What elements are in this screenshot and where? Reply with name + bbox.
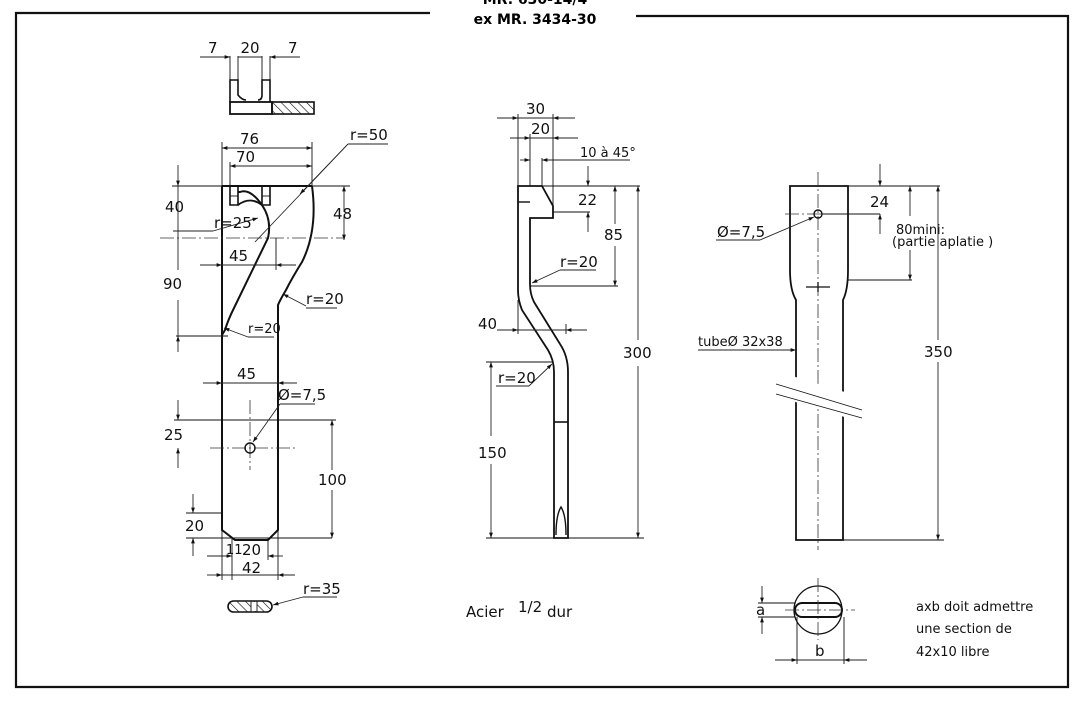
title-line2: ex MR. 3434-30: [474, 12, 597, 28]
dim-40: 40: [165, 198, 184, 216]
material-fraction: 1/2: [518, 598, 542, 616]
right-view: Ø=7,5 24 80mini: (partie aplatie ) 350 t…: [698, 164, 1033, 664]
dim-350: 350: [924, 343, 953, 361]
break-lines: [772, 372, 868, 422]
dim-r25: r=25: [214, 214, 252, 232]
dim-150: 150: [478, 444, 507, 462]
tube-label: tubeØ 32x38: [698, 335, 783, 350]
dim-100: 100: [318, 471, 347, 489]
dim-20-mid: 20: [531, 120, 550, 138]
dim-20-bottom: 20: [185, 517, 204, 535]
hole-circle: [244, 442, 256, 454]
dim-80-mini: 80mini:: [896, 223, 945, 238]
tube-section: [785, 578, 855, 640]
material-suffix: dur: [547, 603, 573, 621]
dim-r20-mid-top: r=20: [560, 253, 598, 271]
dim-70: 70: [236, 148, 255, 166]
wrench-outline: [221, 185, 315, 541]
dim-48: 48: [333, 205, 352, 223]
dim-chamfer: 10 à 45°: [580, 146, 636, 161]
dim-7-left: 7: [208, 39, 218, 57]
dim-20-top: 20: [240, 39, 259, 57]
dim-24: 24: [870, 193, 889, 211]
dim-45-top: 45: [229, 247, 248, 265]
dim-40-mid: 40: [478, 315, 497, 333]
dim-85: 85: [604, 226, 623, 244]
note-line3: 42x10 libre: [916, 645, 989, 660]
dim-r35: r=35: [303, 580, 341, 598]
cross-section-left: [227, 600, 273, 613]
dim-7-right: 7: [288, 39, 298, 57]
dim-300: 300: [623, 344, 652, 362]
dim-45-mid: 45: [237, 365, 256, 383]
dim-hole-left: Ø=7,5: [278, 386, 326, 404]
dim-hole-right: Ø=7,5: [717, 223, 765, 241]
section-a: a: [756, 601, 765, 619]
section-note: axb doit admettre une section de 42x10 l…: [916, 600, 1033, 660]
section-b: b: [815, 642, 825, 660]
dim-11: 11: [226, 543, 243, 558]
tube-outline: [789, 185, 849, 541]
dim-22: 22: [578, 191, 597, 209]
profile-outline: [517, 185, 569, 539]
dim-76: 76: [240, 130, 259, 148]
middle-view: 30 20 10 à 45° 22 85 300 r=20: [466, 100, 652, 621]
dim-42-left: 42: [242, 559, 261, 577]
note-line2: une section de: [916, 622, 1012, 637]
material-prefix: Acier: [466, 603, 505, 621]
flat-note: (partie aplatie ): [892, 235, 993, 250]
left-view: 7 20 7 76 70 r=50 r=25: [160, 39, 388, 613]
drawing-frame: [14, 11, 1070, 689]
title-line1: MR. 630-14/4: [483, 0, 588, 8]
dim-r20-mid-bottom: r=20: [498, 369, 536, 387]
dim-25: 25: [164, 426, 183, 444]
dim-90: 90: [163, 275, 182, 293]
dim-30: 30: [526, 100, 545, 118]
dim-r50: r=50: [350, 126, 388, 144]
note-line1: axb doit admettre: [916, 600, 1033, 615]
material-note: Acier 1/2 dur: [466, 598, 573, 621]
top-detail: 7 20 7: [200, 39, 315, 115]
dim-r20-left: r=20: [248, 322, 281, 337]
title-block: MR. 630-14/4 ex MR. 3434-30: [474, 0, 597, 28]
dim-20-base: 20: [242, 541, 261, 559]
dim-r20-right: r=20: [306, 290, 344, 308]
